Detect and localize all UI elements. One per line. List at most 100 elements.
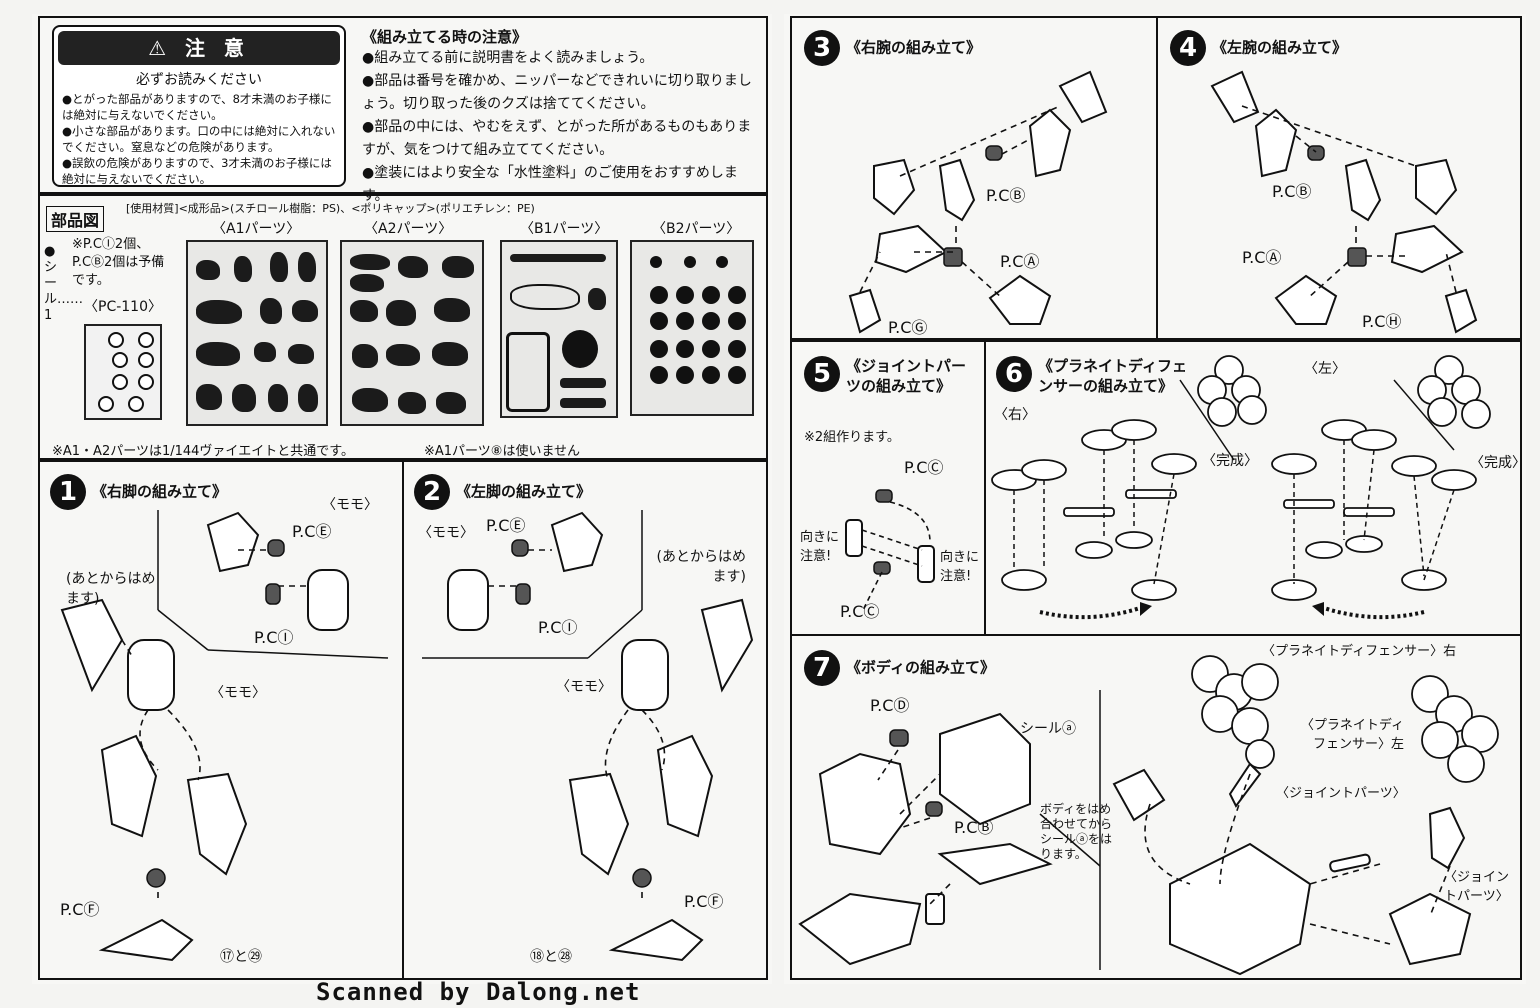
label-momo: 〈モモ〉 — [210, 685, 266, 701]
parts-frame — [38, 194, 768, 460]
pc-part — [138, 332, 154, 348]
pc-part — [112, 352, 128, 368]
label-momo: 〈モモ〉 — [556, 679, 612, 695]
step5-care-right: 向きに注意! — [940, 550, 980, 584]
pc-part — [112, 374, 128, 390]
runner-part — [350, 254, 390, 270]
parts-materials: [使用材質]<成形品>(スチロール樹脂：PS)、<ポリキャップ>(ポリエチレン：… — [126, 202, 535, 215]
runner-part — [702, 340, 720, 358]
runner-part — [350, 274, 384, 292]
runner-part — [386, 300, 416, 326]
step-number: 6 — [996, 356, 1032, 392]
label-and-17-29: ⑰と㉙ — [220, 949, 262, 965]
label-pc-a: P.CⒶ — [1242, 248, 1282, 267]
scanner-credit: Scanned by Dalong.net — [316, 978, 641, 1006]
step4-frame — [1156, 16, 1522, 340]
runner-part — [288, 344, 314, 364]
pc-part — [128, 396, 144, 412]
step7-instruction: ボディをはめ合わせてからシールⓐをはります。 — [1040, 802, 1113, 861]
step4-diagram — [1210, 70, 1478, 334]
pc-part — [138, 352, 154, 368]
runner-part — [436, 392, 466, 414]
runner-part — [728, 286, 746, 304]
parts-side-label: ●シール……1 — [44, 244, 83, 323]
runner-part — [650, 340, 668, 358]
runner-part — [728, 312, 746, 330]
label-pc-g: P.CⒼ — [888, 318, 928, 337]
runner-label-b1: 〈B1パーツ〉 — [520, 221, 609, 237]
step-number: 2 — [414, 474, 450, 510]
step-number: 3 — [804, 30, 840, 66]
runner-part — [676, 366, 694, 384]
caution-item: ●誤飲の危険がありますので、3才未満のお子様には絶対に与えないでください。 — [62, 156, 332, 186]
runner-part — [676, 340, 694, 358]
step6-right-label: 〈右〉 — [994, 407, 1036, 423]
runner-part — [196, 342, 240, 366]
runner-part — [196, 260, 220, 280]
step7-title: 7《ボディの組み立て》 — [804, 650, 995, 686]
step-number: 5 — [804, 356, 840, 392]
runner-part — [728, 340, 746, 358]
runner-part — [398, 392, 426, 414]
step5-note: ※2組作ります。 — [804, 430, 900, 445]
runner-part — [684, 256, 696, 268]
step5-care-left: 向きに注意! — [800, 530, 840, 564]
runner-part — [352, 344, 378, 368]
runner-part — [432, 342, 468, 366]
runner-part — [676, 286, 694, 304]
step6-left-label: 〈左〉 — [1304, 361, 1346, 377]
step2-diagram — [422, 510, 754, 962]
runner-part — [510, 254, 606, 262]
runner-part — [702, 286, 720, 304]
runner-part — [510, 284, 580, 310]
runner-part — [352, 388, 388, 412]
step2-title: 2《左脚の組み立て》 — [414, 474, 591, 510]
step7-frame — [790, 634, 1522, 980]
runner-part — [506, 332, 550, 412]
pc-runner-label: 〈PC-110〉 — [84, 299, 162, 315]
caution-subtitle: 必ずお読みください — [136, 72, 262, 88]
step7-joint2: 〈ジョイントパーツ〉 — [1444, 870, 1510, 904]
step-number: 4 — [1170, 30, 1206, 66]
runner-part — [588, 288, 606, 310]
pc-part — [138, 374, 154, 390]
step1-diagram — [60, 510, 389, 962]
runner-part — [268, 384, 288, 412]
top-left-frame — [38, 16, 768, 194]
label-and-18-28: ⑱と㉘ — [530, 949, 572, 965]
runner-part — [232, 384, 256, 412]
step6-done-label: 〈完成〉 — [1202, 453, 1258, 469]
runner-label-a1: 〈A1パーツ〉 — [212, 221, 301, 237]
label-pc-c: P.CⒸ — [904, 458, 944, 477]
runner-part — [298, 384, 318, 412]
assembly-notes-title: 《組み立てる時の注意》 — [362, 28, 528, 46]
runner-part — [702, 366, 720, 384]
step7-pd-right: 〈プラネイトディフェンサー〉右 — [1262, 644, 1457, 659]
label-pc-b: P.CⒷ — [1272, 182, 1312, 201]
label-pc-f: P.CⒻ — [684, 892, 724, 911]
label-pc-c: P.CⒸ — [840, 602, 880, 621]
parts-note-unused: ※A1パーツ⑧は使いません — [424, 444, 581, 459]
step2-frame — [402, 460, 768, 980]
caution-item: ●とがった部品がありますので、8才未満のお子様には絶対に与えないでください。 — [62, 92, 332, 122]
runner-part — [350, 300, 378, 322]
runner-part — [650, 256, 662, 268]
parts-spare-note: ※P.CⒾ2個、P.CⒷ2個は予備です。 — [72, 237, 165, 288]
runner-part — [560, 378, 606, 388]
runner-part — [292, 300, 318, 322]
step4-title: 4《左腕の組み立て》 — [1170, 30, 1347, 66]
label-pc-f: P.CⒻ — [60, 900, 100, 919]
runner-part — [398, 256, 428, 278]
step7-joint: 〈ジョイントパーツ〉 — [1276, 786, 1406, 801]
step3-diagram — [848, 70, 1108, 334]
step6-done-label: 〈完成〉 — [1470, 455, 1526, 471]
step7-pd-left: 〈プラネイトディフェンサー〉左 — [1300, 718, 1404, 752]
label-later: (あとからはめます) — [66, 571, 156, 607]
step-number: 7 — [804, 650, 840, 686]
assembly-note-item: ●部品の中には、やむをえず、とがった所があるものもありますが、気をつけて組み立て… — [362, 119, 752, 158]
runner-part — [196, 384, 222, 410]
label-pc-i: P.CⒾ — [538, 618, 578, 637]
caution-item: ●小さな部品があります。口の中には絶対に入れないでください。窒息などの危険があり… — [62, 124, 336, 154]
runner-part — [270, 252, 288, 282]
parts-title: 部品図 — [46, 206, 105, 232]
